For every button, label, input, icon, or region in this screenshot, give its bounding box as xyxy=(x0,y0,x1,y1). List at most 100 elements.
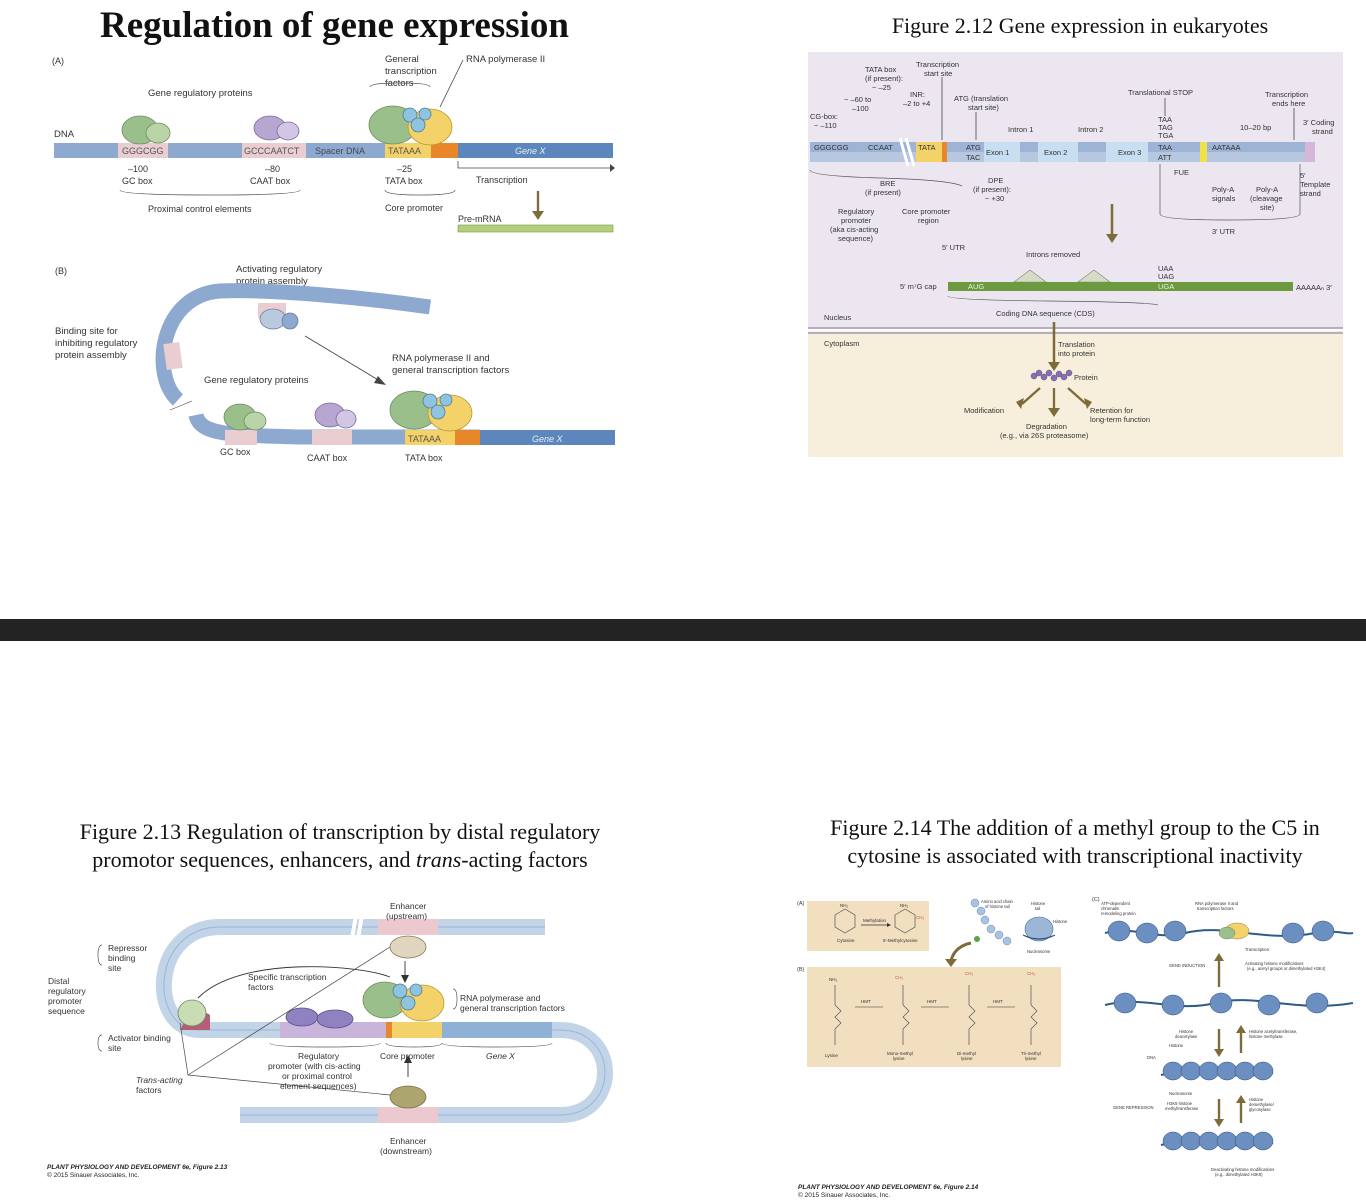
svg-text:Gene X: Gene X xyxy=(486,1051,515,1061)
svg-text:CH₃: CH₃ xyxy=(895,975,903,980)
svg-text:~ –25: ~ –25 xyxy=(872,83,891,92)
svg-text:HMT: HMT xyxy=(927,999,937,1004)
svg-text:General: General xyxy=(385,54,419,65)
svg-text:DNA: DNA xyxy=(1147,1055,1156,1060)
svg-text:Poly-A: Poly-A xyxy=(1256,185,1278,194)
svg-text:regulatory: regulatory xyxy=(48,986,87,996)
fig212-title: Figure 2.12 Gene expression in eukaryote… xyxy=(891,13,1269,38)
svg-text:(A): (A) xyxy=(797,901,805,907)
protein-icon xyxy=(1030,369,1073,382)
svg-text:NH₂: NH₂ xyxy=(840,903,848,908)
svg-text:Protein: Protein xyxy=(1074,373,1098,382)
svg-text:Binding site for: Binding site for xyxy=(55,326,118,337)
svg-text:(downstream): (downstream) xyxy=(380,1146,432,1156)
svg-text:Nucleosome: Nucleosome xyxy=(1027,949,1051,954)
chromatin-row-middle xyxy=(1104,992,1354,1016)
fig213-credit: PLANT PHYSIOLOGY AND DEVELOPMENT 6e, Fig… xyxy=(47,1164,228,1179)
svg-text:Proximal control elements: Proximal control elements xyxy=(148,204,252,214)
svg-text:signals: signals xyxy=(1212,194,1236,203)
svg-text:Methylation: Methylation xyxy=(863,918,887,923)
svg-text:Retention for: Retention for xyxy=(1090,406,1133,415)
svg-text:TGA: TGA xyxy=(1158,131,1173,140)
svg-text:Gene X: Gene X xyxy=(532,434,564,444)
svg-text:TATA box: TATA box xyxy=(405,453,443,463)
svg-text:UAA: UAA xyxy=(1158,264,1173,273)
svg-text:Histone: Histone xyxy=(1031,901,1046,906)
svg-text:GGGCGG: GGGCGG xyxy=(122,146,164,156)
svg-text:UGA: UGA xyxy=(1158,282,1174,291)
svg-text:(e.g., via 26S proteasome): (e.g., via 26S proteasome) xyxy=(1000,431,1089,440)
mrna-bar xyxy=(948,282,1293,291)
rna-pol-label: RNA polymerase II xyxy=(466,54,545,65)
svg-text:CCAAT: CCAAT xyxy=(868,143,893,152)
svg-text:–100: –100 xyxy=(128,164,148,174)
svg-text:TATA box: TATA box xyxy=(865,65,897,74)
svg-text:~ –110: ~ –110 xyxy=(814,121,837,130)
svg-text:Degradation: Degradation xyxy=(1026,422,1067,431)
chromatin-row-open xyxy=(1104,920,1354,944)
svg-text:GENE INDUCTION: GENE INDUCTION xyxy=(1169,963,1205,968)
svg-text:CG-box:: CG-box: xyxy=(810,112,838,121)
svg-text:–80: –80 xyxy=(265,164,280,174)
svg-text:TATA box: TATA box xyxy=(385,176,423,186)
svg-text:lysine: lysine xyxy=(1025,1056,1037,1061)
svg-text:GC box: GC box xyxy=(122,176,153,186)
svg-text:TAG: TAG xyxy=(1158,123,1173,132)
svg-text:TAA: TAA xyxy=(1158,143,1172,152)
svg-text:FUE: FUE xyxy=(1174,168,1189,177)
svg-text:Transcription: Transcription xyxy=(476,175,528,185)
svg-text:lysine: lysine xyxy=(961,1056,973,1061)
svg-text:Translation: Translation xyxy=(1058,340,1095,349)
svg-text:Poly-A: Poly-A xyxy=(1212,185,1234,194)
svg-text:promoter: promoter xyxy=(48,996,82,1006)
svg-text:ATG: ATG xyxy=(966,143,981,152)
svg-text:CAAT box: CAAT box xyxy=(250,176,291,186)
svg-text:Cytosine: Cytosine xyxy=(837,938,855,943)
svg-text:or proximal control: or proximal control xyxy=(282,1071,352,1081)
svg-text:protein assembly: protein assembly xyxy=(55,350,127,361)
svg-text:strand: strand xyxy=(1300,189,1321,198)
svg-text:Histone acetyltransferase,: Histone acetyltransferase, xyxy=(1249,1029,1297,1034)
svg-text:Specific transcription: Specific transcription xyxy=(248,972,327,982)
svg-text:CH₃: CH₃ xyxy=(965,971,973,976)
svg-text:Nucleosome: Nucleosome xyxy=(1169,1091,1193,1096)
svg-text:Histone: Histone xyxy=(1179,1029,1194,1034)
svg-text:Exon 3: Exon 3 xyxy=(1118,148,1141,157)
svg-text:Exon 1: Exon 1 xyxy=(986,148,1009,157)
svg-text:site: site xyxy=(108,963,122,973)
svg-text:site): site) xyxy=(1260,203,1275,212)
svg-text:element sequences): element sequences) xyxy=(280,1081,357,1091)
svg-text:(B): (B) xyxy=(797,967,805,973)
svg-text:general transcription factors: general transcription factors xyxy=(392,365,509,376)
svg-text:~ +30: ~ +30 xyxy=(985,194,1004,203)
svg-text:sequence): sequence) xyxy=(838,234,874,243)
svg-text:GENE REPRESSION: GENE REPRESSION xyxy=(1113,1105,1154,1110)
svg-text:HMT: HMT xyxy=(861,999,871,1004)
svg-text:HMT: HMT xyxy=(993,999,1003,1004)
svg-text:RNA polymerase II and: RNA polymerase II and xyxy=(1195,901,1239,906)
svg-text:Enhancer: Enhancer xyxy=(390,901,427,911)
svg-text:Core promoter: Core promoter xyxy=(380,1051,435,1061)
svg-text:BRE: BRE xyxy=(880,179,895,188)
svg-text:Activating regulatory: Activating regulatory xyxy=(236,264,322,275)
svg-text:(B): (B) xyxy=(55,266,67,276)
svg-text:Activator binding: Activator binding xyxy=(108,1033,171,1043)
chromatin-row-repressed xyxy=(1160,1131,1274,1151)
svg-text:start site: start site xyxy=(924,69,952,78)
svg-text:start site): start site) xyxy=(968,103,999,112)
svg-text:sequence: sequence xyxy=(48,1006,85,1016)
svg-text:Gene regulatory proteins: Gene regulatory proteins xyxy=(204,375,309,386)
svg-text:RNA polymerase and: RNA polymerase and xyxy=(460,993,541,1003)
svg-text:factors: factors xyxy=(136,1085,162,1095)
chromatin-row-compact xyxy=(1160,1061,1274,1081)
cytosine-methylation-box xyxy=(807,901,929,951)
svg-text:(if present):: (if present): xyxy=(865,74,903,83)
panel-b-diagram: (B) Activating regulatory protein assemb… xyxy=(55,264,615,463)
dna-label: DNA xyxy=(54,129,75,140)
svg-text:into protein: into protein xyxy=(1058,349,1095,358)
pre-mrna-bar xyxy=(457,224,614,233)
svg-text:Tri-methyl: Tri-methyl xyxy=(1021,1051,1041,1056)
slide-divider xyxy=(0,619,1366,641)
svg-text:Template: Template xyxy=(1300,180,1330,189)
svg-text:TATAAA: TATAAA xyxy=(388,146,421,156)
